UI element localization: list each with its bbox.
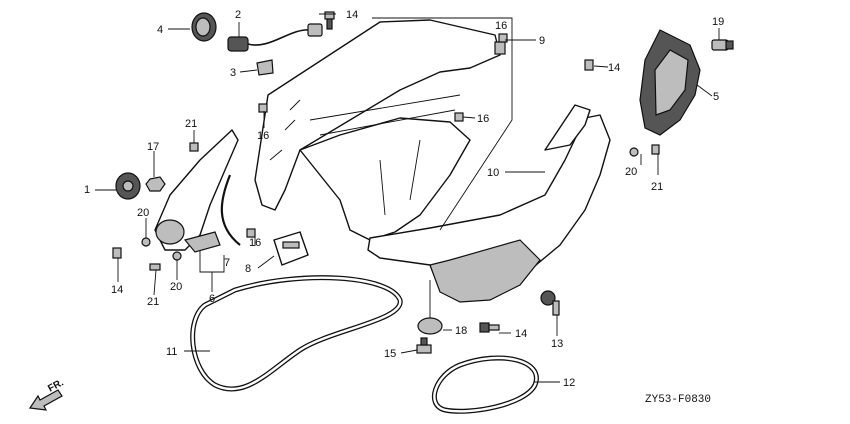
- switch-part: [227, 23, 323, 52]
- callout-label: 16: [257, 130, 269, 142]
- callout-label: 14: [515, 328, 527, 340]
- nut-part: [145, 176, 166, 192]
- plug-part: [417, 317, 443, 335]
- callout-label: 7: [224, 257, 230, 269]
- callout-label: 2: [235, 9, 241, 21]
- seal-11-part: [190, 275, 403, 392]
- callout-label: 15: [384, 348, 396, 360]
- callout-label: 16: [249, 237, 261, 249]
- callout-labels: 1 2 3 4 5 6 7 8 9 10 11 12 13 14 14 14 1…: [84, 9, 724, 389]
- callout-label: 11: [166, 346, 177, 358]
- bolt-13-part: [540, 290, 560, 316]
- callout-label: 20: [170, 281, 182, 293]
- diagram-code: ZY53-F0830: [645, 394, 711, 406]
- callout-label: 14: [111, 284, 123, 296]
- callout-label: 5: [713, 91, 719, 103]
- rear-cover-part: [254, 19, 506, 241]
- screw-part: [711, 39, 734, 51]
- callout-label: 8: [245, 263, 251, 275]
- callout-label: 20: [137, 207, 149, 219]
- front-direction-arrow: FR.: [28, 377, 66, 411]
- direction-label: FR.: [46, 377, 66, 394]
- bolt-15-part: [416, 337, 432, 354]
- callout-label: 12: [563, 377, 575, 389]
- fasteners-group: [112, 33, 660, 271]
- callout-label: 10: [487, 167, 499, 179]
- lower-cover-part: [367, 104, 611, 303]
- callout-label: 21: [185, 118, 197, 130]
- callout-label: 3: [230, 67, 236, 79]
- bolt-14-part: [479, 322, 500, 333]
- callout-label: 9: [539, 35, 545, 47]
- callout-label: 16: [477, 113, 489, 125]
- bolt-part: [324, 11, 335, 30]
- callout-label: 21: [147, 296, 159, 308]
- callout-label: 17: [147, 141, 159, 153]
- callout-label: 20: [625, 166, 637, 178]
- callout-label: 14: [346, 9, 358, 21]
- callout-label: 13: [551, 338, 563, 350]
- leader-lines: [95, 13, 720, 383]
- grommet-part: [191, 12, 217, 42]
- callout-label: 21: [651, 181, 663, 193]
- callout-label: 19: [712, 16, 724, 28]
- callout-label: 16: [495, 20, 507, 32]
- knob-part: [115, 172, 141, 200]
- callout-label: 4: [157, 24, 163, 36]
- callout-label: 18: [455, 325, 467, 337]
- front-cover-part: [154, 129, 241, 253]
- callout-label: 1: [84, 184, 90, 196]
- clip-part: [256, 59, 274, 76]
- latch-plate-part: [273, 231, 309, 266]
- side-cover-part: [639, 29, 701, 136]
- callout-label: 6: [209, 293, 215, 305]
- seal-12-part: [431, 355, 539, 414]
- callout-label: 14: [608, 62, 620, 74]
